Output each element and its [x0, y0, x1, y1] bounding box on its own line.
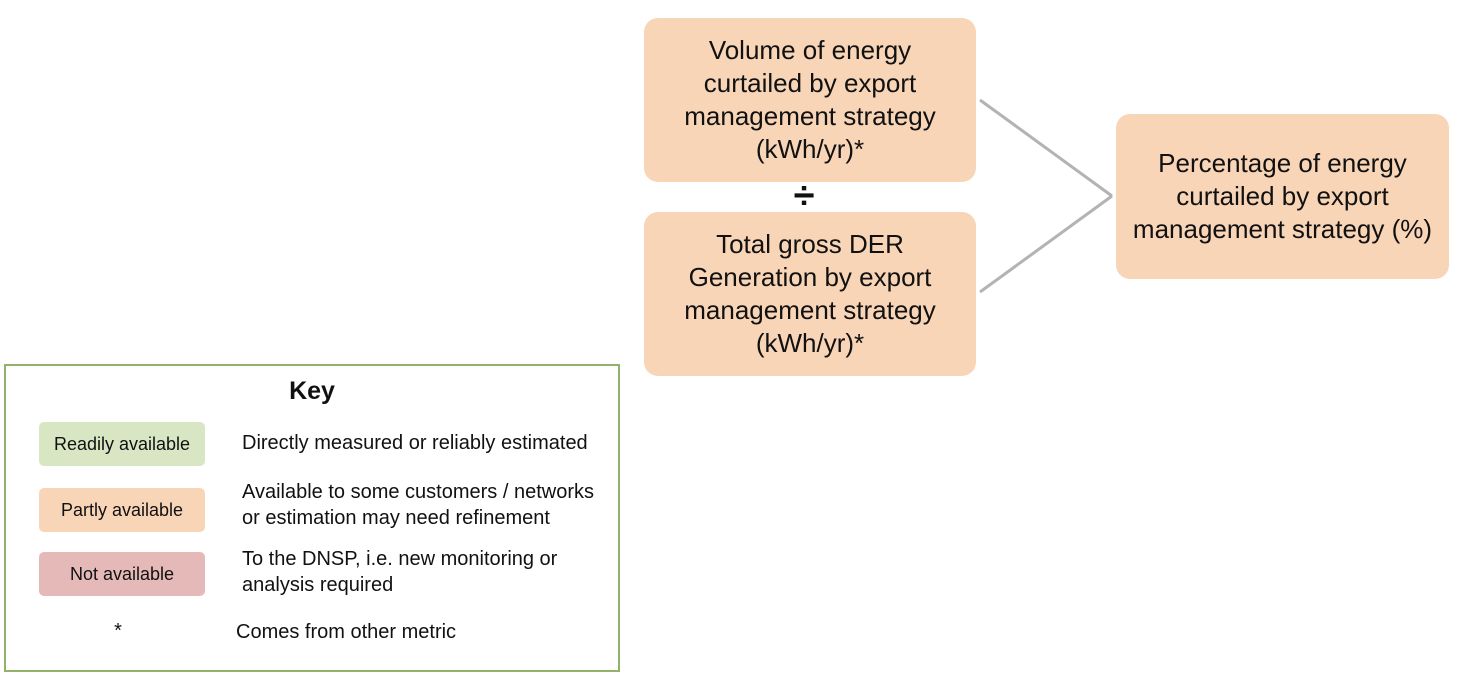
node-total-der-generation: Total gross DER Generation by export man…: [644, 212, 976, 376]
key-desc-other-metric: Comes from other metric: [236, 621, 457, 643]
node-total-line4: (kWh/yr)*: [755, 328, 865, 358]
connector-total-to-percentage: [979, 194, 1113, 294]
node-volume-line3: management strategy: [684, 101, 936, 131]
key-desc-partly-line1: Available to some customers / networks: [242, 481, 595, 503]
key-swatch-not-available: Not available: [39, 552, 205, 596]
key-desc-readily-line1: Directly measured or reliably estimated: [242, 432, 588, 454]
key-swatch-not-label: Not available: [69, 563, 175, 584]
node-percentage-curtailed: Percentage of energy curtailed by export…: [1116, 114, 1449, 279]
divide-operator: ÷: [793, 175, 815, 217]
key-swatch-readily-label: Readily available: [53, 433, 191, 454]
key-swatch-partly-label: Partly available: [60, 499, 184, 520]
key-desc-partly-line2: or estimation may need refinement: [242, 507, 550, 529]
node-total-line2: Generation by export: [688, 262, 932, 292]
node-volume-curtailed: Volume of energy curtailed by export man…: [644, 18, 976, 182]
node-volume-line1: Volume of energy: [708, 35, 912, 65]
key-asterisk-symbol: *: [114, 620, 122, 642]
key-desc-partly-available: Available to some customers / networks o…: [242, 479, 622, 531]
key-swatch-readily-available: Readily available: [39, 422, 205, 466]
key-legend: Key Readily available Directly measured …: [4, 364, 620, 672]
node-volume-line2: curtailed by export: [703, 68, 917, 98]
key-desc-not-line1: To the DNSP, i.e. new monitoring or: [242, 548, 558, 570]
key-title: Key: [289, 377, 335, 405]
node-total-line1: Total gross DER: [716, 229, 904, 259]
node-percentage-line2: curtailed by export: [1176, 181, 1389, 211]
node-percentage-line1: Percentage of energy: [1158, 148, 1407, 178]
node-percentage-line3: management strategy (%): [1132, 214, 1433, 244]
node-total-line3: management strategy: [684, 295, 936, 325]
key-desc-not-available: To the DNSP, i.e. new monitoring or anal…: [242, 546, 622, 598]
key-swatch-partly-available: Partly available: [39, 488, 205, 532]
key-desc-readily-available: Directly measured or reliably estimated: [242, 430, 622, 456]
key-desc-not-line2: analysis required: [242, 574, 394, 596]
node-volume-line4: (kWh/yr)*: [755, 134, 865, 164]
connector-volume-to-percentage: [979, 98, 1113, 198]
